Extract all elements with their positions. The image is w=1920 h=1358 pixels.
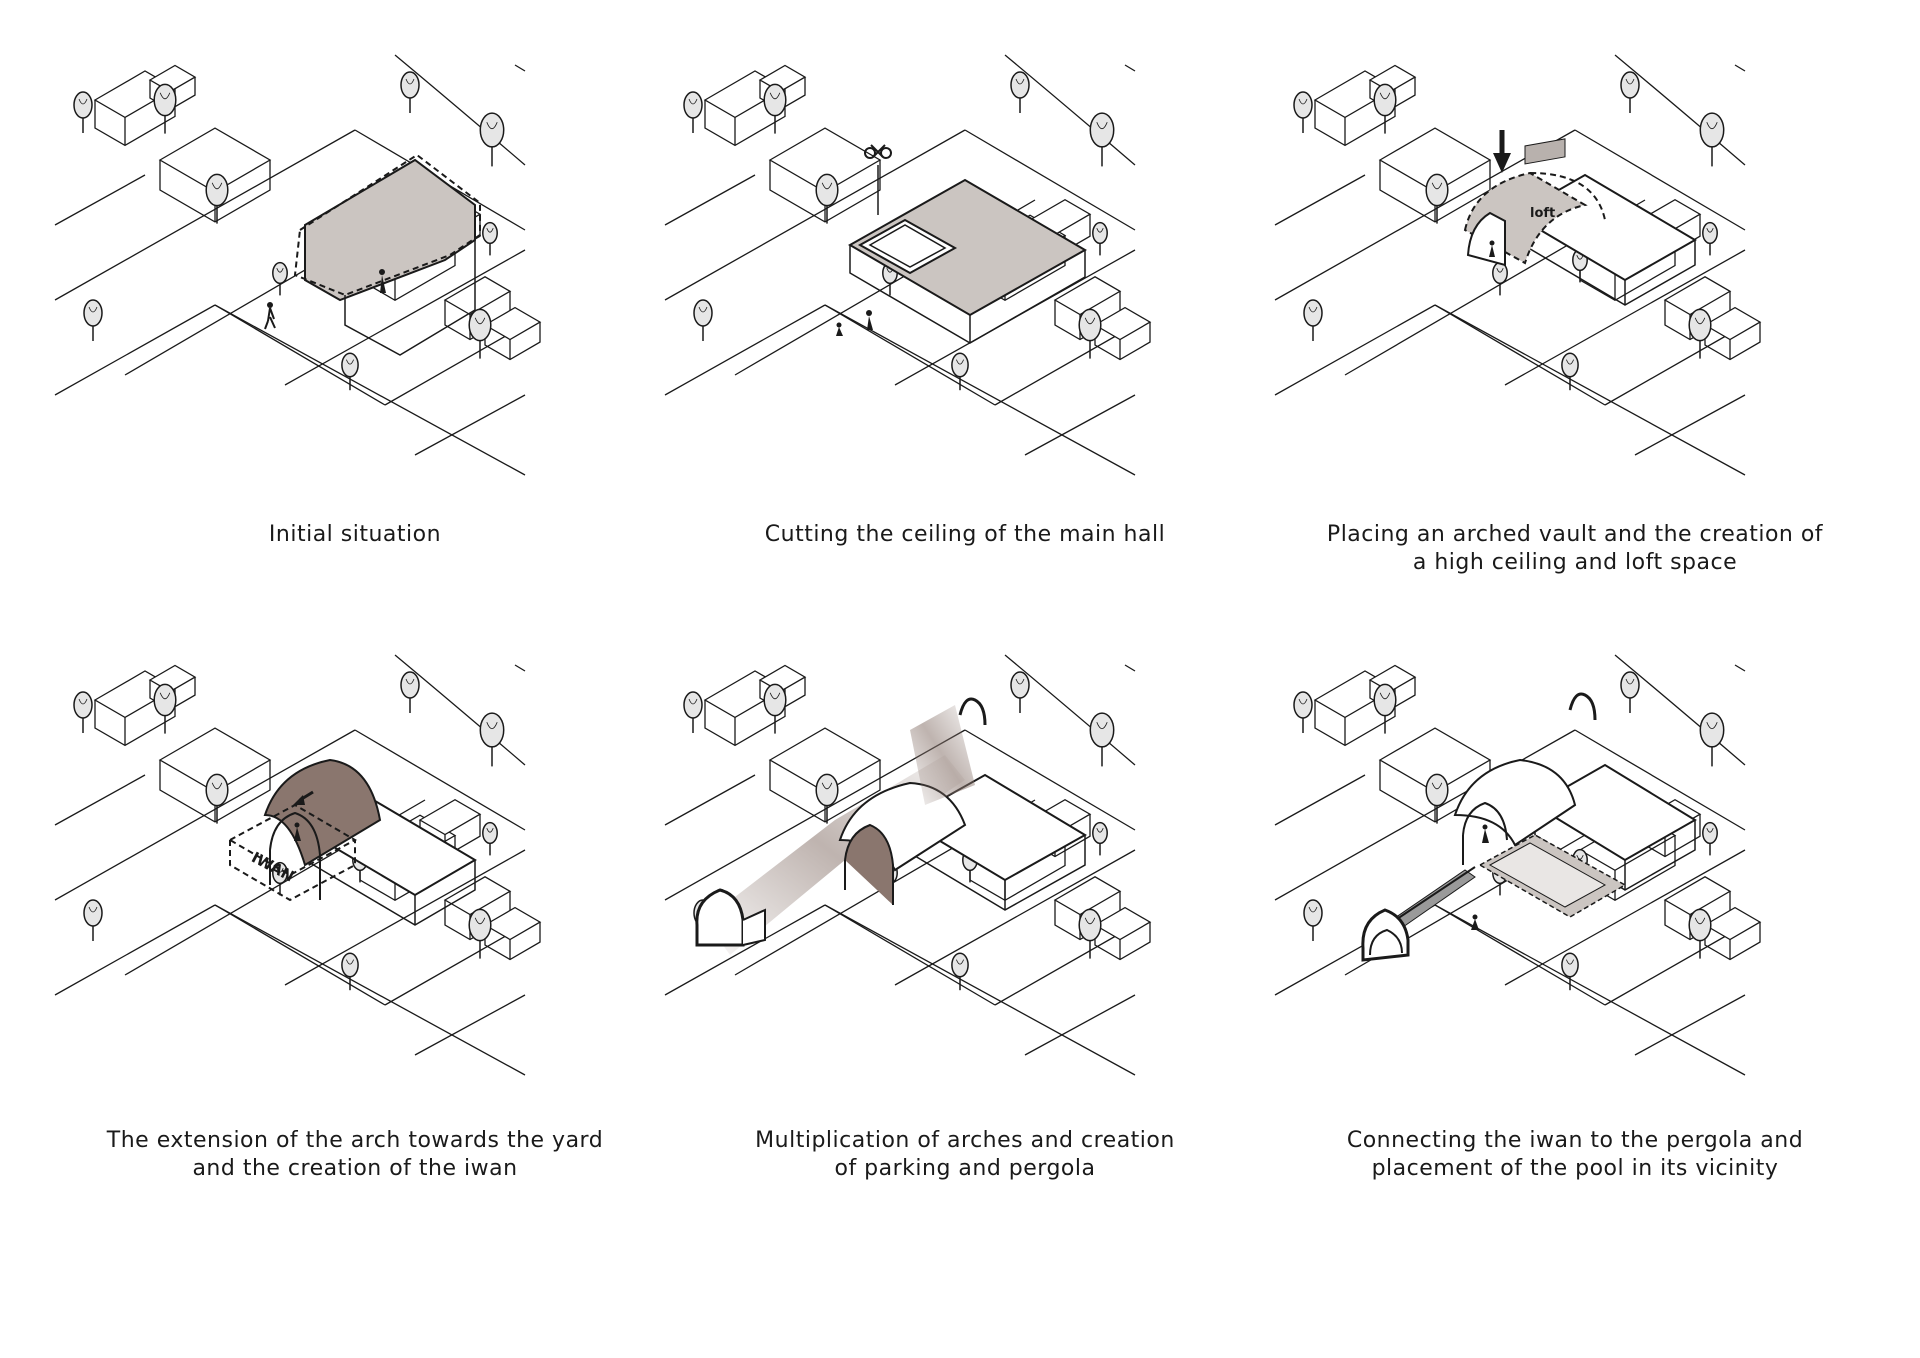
tree-icon — [73, 691, 93, 733]
tree-icon — [153, 683, 177, 734]
tree-icon — [1373, 683, 1397, 734]
panel-iwan-extension: IWAN The extension of the arch towards t… — [54, 654, 655, 1315]
pergola-and-parking — [695, 697, 1087, 955]
person-figure — [264, 269, 386, 330]
tree-icon — [951, 352, 969, 391]
isometric-drawing-iwan: IWAN — [54, 654, 542, 1076]
tree-icon — [683, 91, 703, 133]
caption-line-1: The extension of the arch towards the ya… — [106, 1128, 604, 1153]
isometric-drawing-connecting — [1274, 654, 1762, 1076]
tree-icon — [1699, 112, 1725, 167]
tree-icon — [1092, 221, 1108, 256]
tree-icon — [1089, 112, 1115, 167]
tree-icon — [479, 712, 505, 767]
caption-line-1: Initial situation — [268, 522, 442, 547]
tree-icon — [482, 221, 498, 256]
tree-icon — [763, 683, 787, 734]
caption-line-2: of parking and pergola — [834, 1156, 1096, 1181]
tree-icon — [1425, 173, 1449, 224]
tree-icon — [1089, 712, 1115, 767]
tree-icon — [1303, 899, 1323, 941]
arrow-down-icon — [1493, 130, 1511, 173]
loft-label: loft — [1530, 206, 1555, 221]
tree-icon — [1702, 821, 1718, 856]
site-context — [1274, 54, 1762, 476]
tree-icon — [83, 299, 103, 341]
tree-icon — [1303, 299, 1323, 341]
tree-icon — [1620, 71, 1640, 113]
panel-arched-vault: loft Placing an arched vault and the cre… — [1274, 54, 1875, 715]
scissors-icon — [864, 144, 892, 215]
isometric-drawing-cutting — [664, 54, 1152, 476]
tree-icon — [468, 908, 492, 959]
site-context — [54, 54, 542, 476]
panel-initial-situation: Initial situation — [54, 54, 655, 715]
panel-connecting-iwan: Connecting the iwan to the pergola and p… — [1274, 654, 1875, 1315]
tree-icon — [1492, 261, 1508, 296]
caption-arched-vault: Placing an arched vault and the creation… — [1275, 521, 1875, 577]
tree-icon — [815, 173, 839, 224]
tree-icon — [1293, 691, 1313, 733]
caption-cutting-ceiling: Cutting the ceiling of the main hall — [665, 521, 1265, 549]
tree-icon — [205, 173, 229, 224]
main-house-with-vault: loft — [1463, 138, 1697, 306]
tree-icon — [763, 83, 787, 134]
tree-icon — [1699, 712, 1725, 767]
tree-icon — [83, 899, 103, 941]
main-house-cut-roof — [847, 178, 1088, 344]
panel-cutting-ceiling: Cutting the ceiling of the main hall — [664, 54, 1265, 715]
arrow-left-icon — [293, 790, 314, 805]
iwan-pergola-pool — [1361, 692, 1697, 962]
caption-connecting-iwan: Connecting the iwan to the pergola and p… — [1275, 1127, 1875, 1183]
caption-line-2: and the creation of the iwan — [192, 1156, 518, 1181]
caption-line-2: a high ceiling and loft space — [1412, 550, 1738, 575]
site-context — [664, 654, 1152, 1076]
tree-icon — [341, 952, 359, 991]
isometric-drawing-vault: loft — [1274, 54, 1762, 476]
isometric-drawing-initial — [54, 54, 542, 476]
panel-multiplication-arches: Multiplication of arches and creation of… — [664, 654, 1265, 1315]
tree-icon — [479, 112, 505, 167]
caption-line-1: Multiplication of arches and creation — [755, 1128, 1175, 1153]
tree-icon — [272, 261, 288, 296]
tree-icon — [1702, 221, 1718, 256]
tree-icon — [1092, 821, 1108, 856]
caption-initial-situation: Initial situation — [55, 521, 655, 549]
main-house-with-iwan: IWAN — [227, 758, 477, 926]
caption-line-1: Connecting the iwan to the pergola and — [1346, 1128, 1804, 1153]
tree-icon — [1078, 908, 1102, 959]
tree-icon — [482, 821, 498, 856]
tree-icon — [153, 83, 177, 134]
caption-line-1: Placing an arched vault and the creation… — [1326, 522, 1824, 547]
tree-icon — [1561, 952, 1579, 991]
tree-icon — [1078, 308, 1102, 359]
tree-icon — [1688, 308, 1712, 359]
tree-icon — [1293, 91, 1313, 133]
tree-icon — [468, 308, 492, 359]
caption-iwan-extension: The extension of the arch towards the ya… — [55, 1127, 655, 1183]
tree-icon — [1561, 352, 1579, 391]
tree-icon — [951, 952, 969, 991]
tree-icon — [1620, 671, 1640, 713]
main-house-roof-shaded — [293, 153, 481, 356]
tree-icon — [1425, 773, 1449, 824]
tree-icon — [341, 352, 359, 391]
tree-icon — [693, 299, 713, 341]
tree-icon — [73, 91, 93, 133]
tree-icon — [815, 773, 839, 824]
tree-icon — [205, 773, 229, 824]
tree-icon — [1010, 71, 1030, 113]
tree-icon — [683, 691, 703, 733]
caption-line-1: Cutting the ceiling of the main hall — [764, 522, 1166, 547]
tree-icon — [1373, 83, 1397, 134]
caption-line-2: placement of the pool in its vicinity — [1371, 1156, 1779, 1181]
tree-icon — [1688, 908, 1712, 959]
tree-icon — [400, 671, 420, 713]
tree-icon — [400, 71, 420, 113]
caption-multiplication-arches: Multiplication of arches and creation of… — [665, 1127, 1265, 1183]
tree-icon — [1010, 671, 1030, 713]
isometric-drawing-multiplication — [664, 654, 1152, 1076]
person-figure — [836, 310, 873, 336]
